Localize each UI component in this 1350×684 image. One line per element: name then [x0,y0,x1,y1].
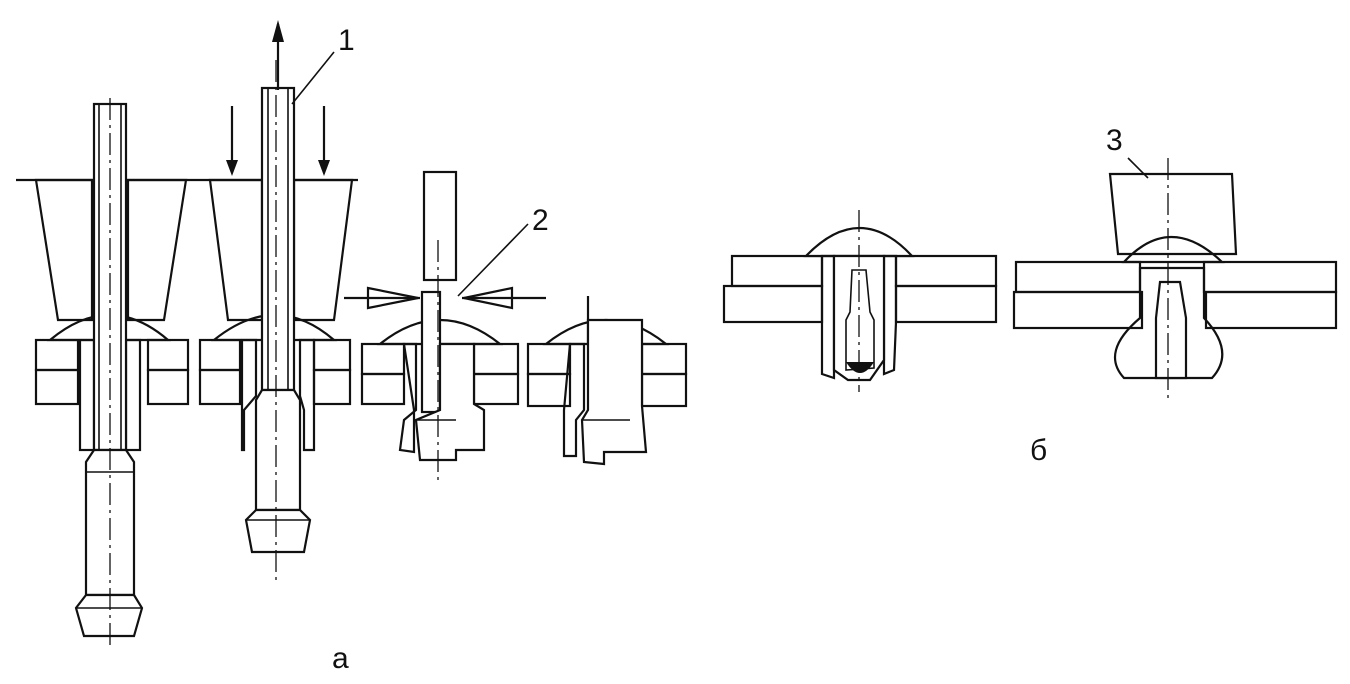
tool-jaw-right [292,178,354,322]
view-b-group: 3 б [722,124,1338,467]
rivet-sleeve-right [124,338,142,452]
tool-jaw-left [208,178,264,322]
label-view-b: б [1030,434,1047,467]
tool-jaw-left [34,178,94,322]
assembly-after: 3 [1012,124,1338,400]
mandrel-head [244,508,312,554]
mandrel-body [254,388,302,512]
label-view-a: а [332,642,349,675]
plate-lower-right [146,368,190,406]
stage-4 [526,296,688,466]
assembly-before [722,210,998,392]
explosive-charge [845,269,875,371]
view-a-group: 1 2 [16,20,688,675]
plate-upper-left [34,338,80,372]
plate-upper-right [146,338,190,372]
plate-lower-left [34,368,80,406]
mandrel-head [74,593,144,638]
mandrel-stem [260,86,296,392]
rivet-head [803,226,915,258]
label-part-1: 1 [338,24,355,57]
stage-2: 1 [198,20,355,580]
expanded-tail [414,342,486,462]
stage-3: 2 [344,170,549,480]
expanded-chamber [1114,266,1224,380]
stage-1 [34,98,190,650]
label-part-3: 3 [1106,124,1123,157]
rivet-sleeve-left [78,338,96,452]
label-part-2: 2 [532,204,549,237]
part-3-tool [1108,172,1238,256]
broken-stem [422,170,458,282]
tool-jaw-right [126,178,188,322]
